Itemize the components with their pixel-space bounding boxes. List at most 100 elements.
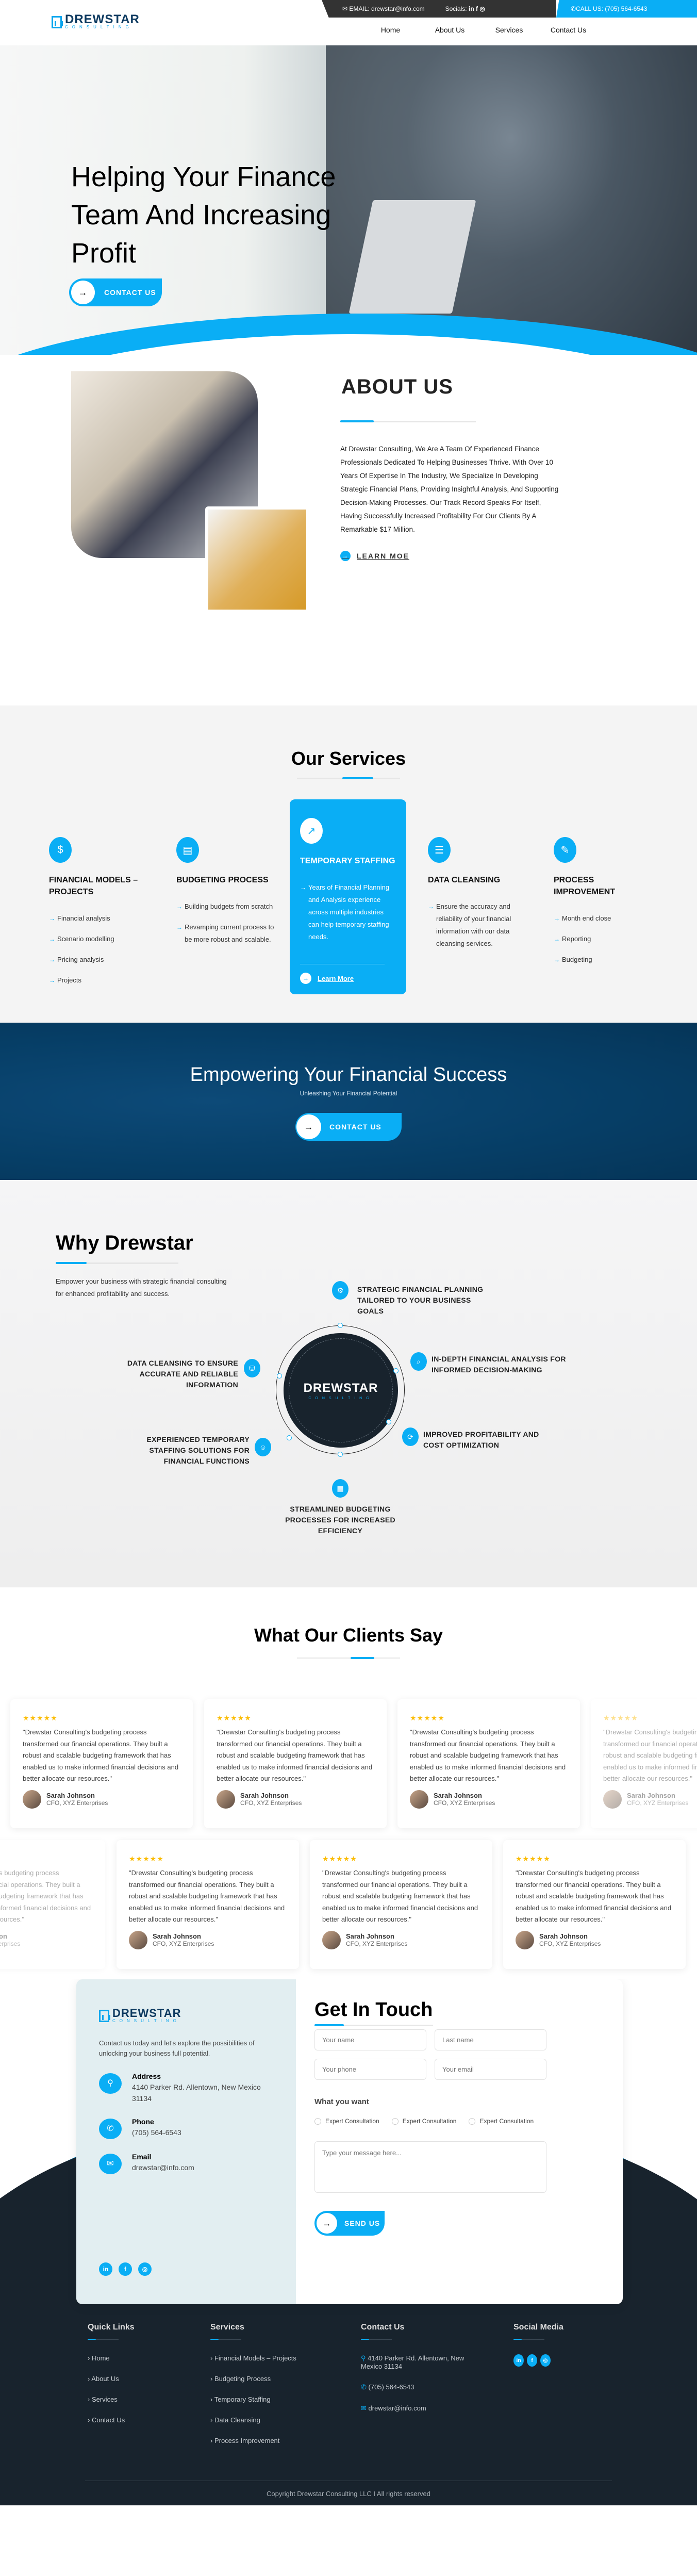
hero-section: Helping Your Finance Team And Increasing… xyxy=(0,45,697,355)
rating-stars: ★★★★★ xyxy=(217,1714,252,1722)
services-title: Our Services xyxy=(291,748,406,769)
contact-phone[interactable]: ✆ Phone(705) 564-6543 xyxy=(99,2118,273,2139)
footer-link-home[interactable]: Home xyxy=(88,2354,135,2362)
option-radio[interactable]: Expert Consultation xyxy=(469,2118,534,2125)
learn-more-link[interactable]: → LEARN MOE xyxy=(340,551,409,561)
nav-home[interactable]: Home xyxy=(380,26,401,34)
learn-more-button[interactable]: → Learn More xyxy=(300,964,385,984)
footer-link-services[interactable]: Services xyxy=(88,2395,135,2403)
about-woman-image xyxy=(205,506,309,613)
nav-contact-us[interactable]: Contact Us xyxy=(550,26,587,34)
footer-phone[interactable]: ✆ (705) 564-6543 xyxy=(361,2383,414,2391)
about-body: At Drewstar Consulting, We Are A Team Of… xyxy=(340,445,559,533)
footer-service-link[interactable]: Temporary Staffing xyxy=(210,2395,296,2403)
mail-icon: ✉ xyxy=(342,5,350,12)
drewstar-hub: DREWSTAR CONSULTING xyxy=(276,1325,405,1454)
cta-banner: Empowering Your Financial Success Unleas… xyxy=(0,1023,697,1180)
hub-node xyxy=(393,1368,399,1373)
service-card-process-improvement[interactable]: ✎ PROCESS IMPROVEMENT Month end close Re… xyxy=(554,816,646,974)
testimonial-card: ★★★★★ "Drewstar Consulting's budgeting p… xyxy=(591,1699,697,1828)
staff-person-icon: ☺ xyxy=(255,1438,271,1456)
topbar-email[interactable]: ✉ EMAIL: drewstar@info.com xyxy=(342,5,425,12)
nav-services[interactable]: Services xyxy=(495,26,523,34)
message-textarea[interactable] xyxy=(314,2141,546,2193)
hub-wordmark: DREWSTAR xyxy=(303,1381,378,1395)
feature-data-cleansing: DATA CLEANSING TO ENSURE ACCURATE AND RE… xyxy=(127,1359,238,1389)
rating-stars: ★★★★★ xyxy=(410,1714,445,1722)
mail-icon: ✉ xyxy=(361,2404,369,2412)
analysis-search-icon: ⌕ xyxy=(410,1352,427,1371)
facebook-icon[interactable]: f xyxy=(476,5,478,12)
contact-section: DREWSTAR CONSULTING Contact us today and… xyxy=(0,1979,697,2315)
instagram-icon[interactable]: ◎ xyxy=(479,5,485,12)
arrow-right-icon: → xyxy=(71,281,95,304)
arrow-right-icon: → xyxy=(300,973,311,984)
footer-service-link[interactable]: Process Improvement xyxy=(210,2437,296,2444)
nav-about-us[interactable]: About Us xyxy=(435,26,465,34)
footer-service-link[interactable]: Data Cleansing xyxy=(210,2416,296,2424)
logo: DREWSTAR CONSULTING xyxy=(99,2008,273,2024)
send-button[interactable]: → SEND US xyxy=(314,2211,385,2236)
footer-link-contact[interactable]: Contact Us xyxy=(88,2416,135,2424)
instagram-icon[interactable]: ◎ xyxy=(138,2262,152,2276)
testimonial-card: ★★★★★ "Drewstar Consulting's budgeting p… xyxy=(310,1840,492,1969)
hero-contact-button[interactable]: → CONTACT US xyxy=(69,278,162,306)
testimonials-title: What Our Clients Say xyxy=(254,1625,443,1646)
footer-link-about[interactable]: About Us xyxy=(88,2375,135,2383)
footer-services: Services Financial Models – Projects Bud… xyxy=(210,2323,296,2457)
phone-input[interactable] xyxy=(314,2059,426,2080)
first-name-input[interactable] xyxy=(314,2029,426,2050)
facebook-icon[interactable]: f xyxy=(119,2262,132,2276)
phone-icon: ✆ xyxy=(99,2119,122,2139)
facebook-icon[interactable]: f xyxy=(527,2354,537,2367)
avatar xyxy=(516,1930,534,1949)
mail-icon: ✉ xyxy=(99,2154,122,2174)
service-card-financial-models[interactable]: $ FINANCIAL MODELS – PROJECTS Financial … xyxy=(49,816,155,995)
form-title: Get In Touch xyxy=(314,1999,433,2021)
option-radio[interactable]: Expert Consultation xyxy=(391,2118,456,2125)
about-section: ABOUT US At Drewstar Consulting, We Are … xyxy=(0,355,697,705)
instagram-icon[interactable]: ◎ xyxy=(540,2354,551,2367)
social-links: in f ◎ xyxy=(99,2262,152,2276)
testimonial-card: ★★★★★ "Drewstar Consulting's budgeting p… xyxy=(204,1699,387,1828)
contact-info-panel: DREWSTAR CONSULTING Contact us today and… xyxy=(76,1979,296,2304)
hub-node xyxy=(338,1452,343,1457)
feature-strategic-planning: STRATEGIC FINANCIAL PLANNING TAILORED TO… xyxy=(357,1285,484,1315)
banner-contact-button[interactable]: → CONTACT US xyxy=(295,1113,402,1141)
phone-icon: ✆ xyxy=(571,5,576,12)
footer-email[interactable]: ✉ drewstar@info.com xyxy=(361,2404,426,2412)
banner-title: Empowering Your Financial Success xyxy=(190,1064,507,1086)
linkedin-icon[interactable]: in xyxy=(99,2262,112,2276)
logo[interactable]: DREWSTAR CONSULTING xyxy=(52,13,140,30)
site-header: DREWSTAR CONSULTING ✉ EMAIL: drewstar@in… xyxy=(0,0,697,45)
linkedin-icon[interactable]: in xyxy=(513,2354,524,2367)
feature-budgeting: STREAMLINED BUDGETING PROCESSES FOR INCR… xyxy=(285,1505,395,1535)
last-name-input[interactable] xyxy=(435,2029,546,2050)
topbar-call[interactable]: ✆ CALL US: (705) 564-6543 xyxy=(556,0,697,18)
avatar xyxy=(217,1790,235,1809)
logo-chart-icon xyxy=(52,16,63,28)
linkedin-icon[interactable]: in xyxy=(469,5,474,12)
copyright: Copyright Drewstar Consulting LLC I All … xyxy=(267,2490,430,2498)
data-coins-icon: ⛁ xyxy=(244,1359,260,1377)
service-card-budgeting[interactable]: ▤ BUDGETING PROCESS Building budgets fro… xyxy=(176,816,282,954)
site-footer: Quick Links Home About Us Services Conta… xyxy=(0,2315,697,2505)
strategy-gear-icon: ⚙ xyxy=(332,1281,348,1300)
data-cleansing-icon: ☰ xyxy=(428,837,451,863)
email-input[interactable] xyxy=(435,2059,546,2080)
hub-node xyxy=(277,1373,282,1379)
about-title: ABOUT US xyxy=(341,375,453,398)
service-card-data-cleansing[interactable]: ☰ DATA CLEANSING Ensure the accuracy and… xyxy=(428,816,526,958)
hero-title: Helping Your Finance Team And Increasing… xyxy=(71,161,336,269)
option-radio[interactable]: Expert Consultation xyxy=(314,2118,379,2125)
why-body: Empower your business with strategic fin… xyxy=(56,1277,227,1298)
footer-service-link[interactable]: Budgeting Process xyxy=(210,2375,296,2383)
avatar xyxy=(603,1790,622,1809)
footer-service-link[interactable]: Financial Models – Projects xyxy=(210,2354,296,2362)
feature-profitability: IMPROVED PROFITABILITY AND COST OPTIMIZA… xyxy=(423,1430,539,1449)
testimonial-card: ★★★★★ "Drewstar Consulting's budgeting p… xyxy=(117,1840,299,1969)
service-card-temporary-staffing[interactable]: ↗ TEMPORARY STAFFING Years of Financial … xyxy=(290,799,406,994)
rating-stars: ★★★★★ xyxy=(23,1714,58,1722)
